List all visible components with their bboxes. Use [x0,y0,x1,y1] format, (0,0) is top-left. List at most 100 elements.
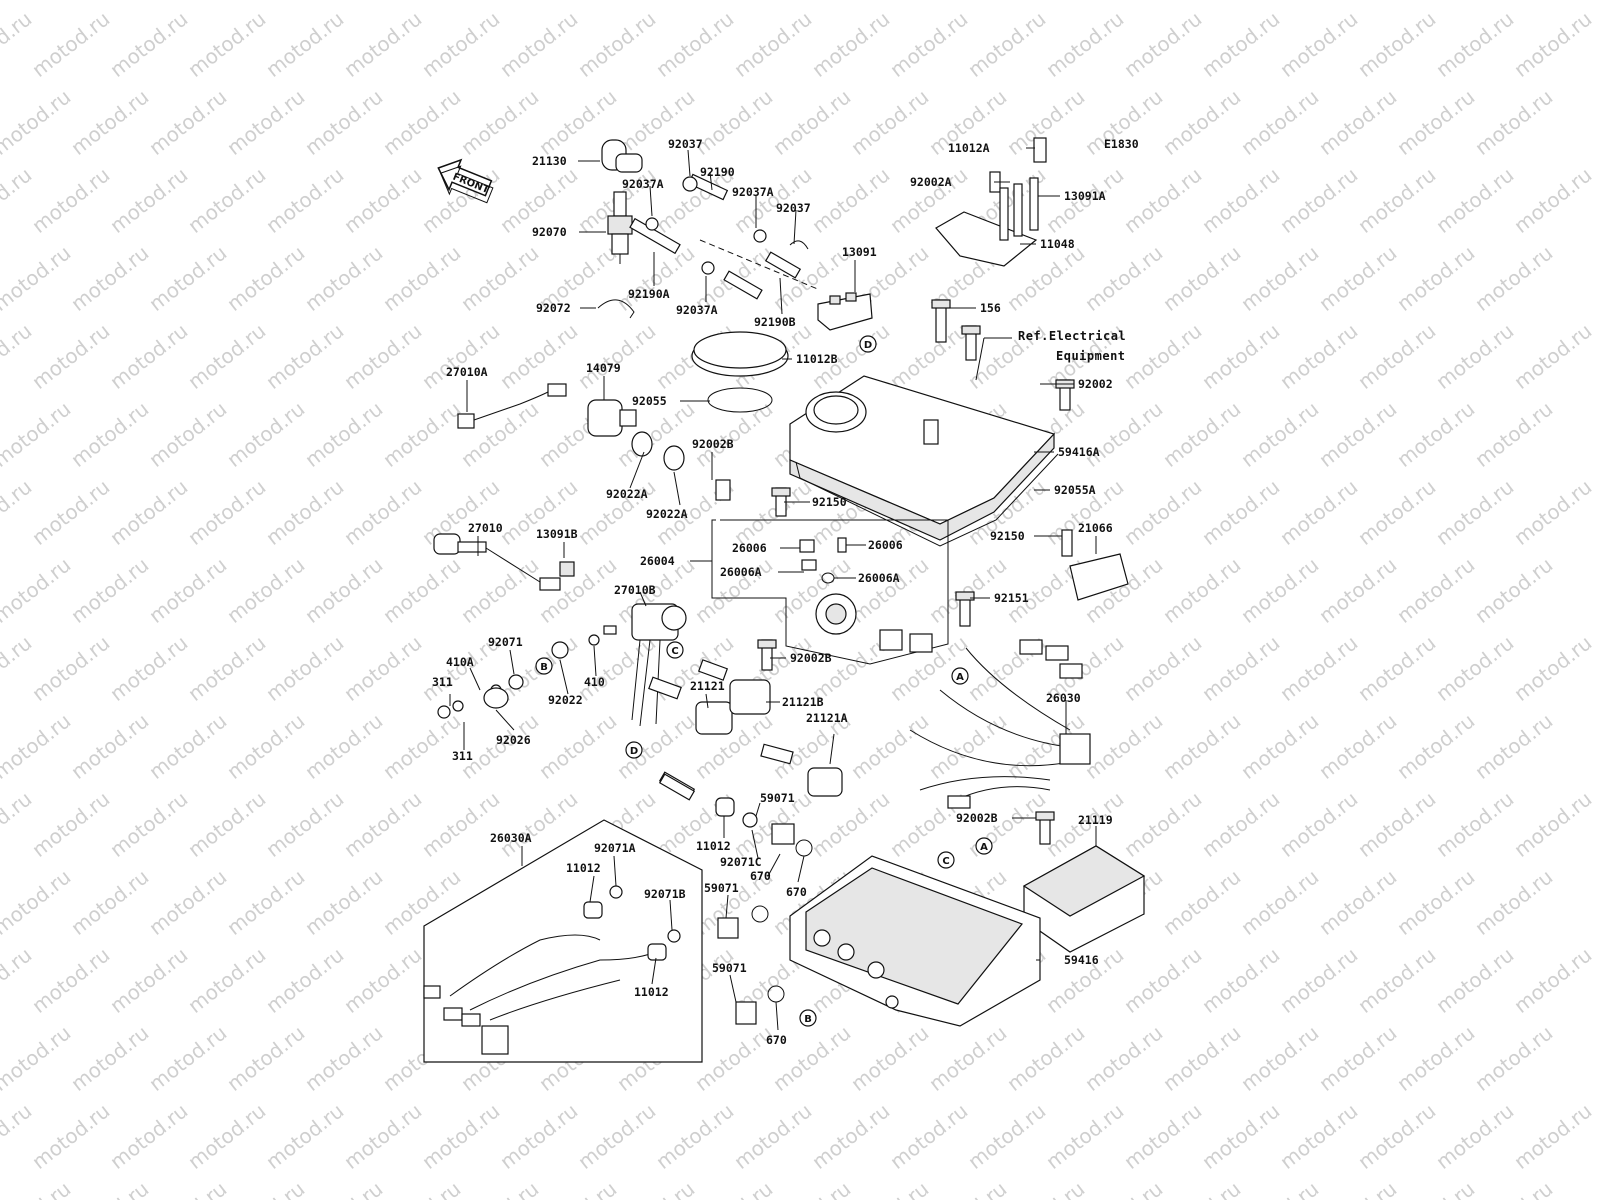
watermark-text: motod.ru [261,163,348,238]
label-92002A: 92002A [910,175,952,189]
label-59416: 59416 [1064,953,1099,967]
watermark-text: motod.ru [1119,7,1206,82]
watermark-text: motod.ru [0,787,36,862]
watermark-text: motod.ru [66,1177,153,1200]
watermark-text: motod.ru [534,0,621,4]
watermark-text: motod.ru [144,709,231,784]
label-13091: 13091 [842,245,877,259]
case-59416 [789,855,1041,1027]
watermark-text: motod.ru [1314,397,1401,472]
callout-b-2: B [804,1014,812,1025]
watermark-text: motod.ru [0,1099,36,1174]
watermark-text: motod.ru [222,865,309,940]
watermark-text: motod.ru [1002,0,1089,4]
watermark-text: motod.ru [1431,1099,1518,1174]
watermark-text: motod.ru [183,1099,270,1174]
label-92055A: 92055A [1054,483,1096,497]
watermark-text: motod.ru [300,709,387,784]
watermark-text: motod.ru [1431,943,1518,1018]
watermark-text: motod.ru [846,709,933,784]
watermark-text: motod.ru [0,397,75,472]
watermark-text: motod.ru [66,85,153,160]
watermark-text: motod.ru [183,163,270,238]
watermark-text: motod.ru [768,85,855,160]
watermark-text: motod.ru [27,319,114,394]
callout-a-1: A [956,672,964,683]
watermark-text: motod.ru [1158,553,1245,628]
watermark-text: motod.ru [1470,0,1557,4]
part-labels: 11012A 92002A 13091A 11048 156 21130 920… [432,137,1113,1047]
watermark-text: motod.ru [846,1177,933,1200]
watermark-text: motod.ru [261,7,348,82]
connector-13091 [817,292,873,331]
label-92190B: 92190B [754,315,796,329]
watermark-text: motod.ru [1470,241,1557,316]
watermark-text: motod.ru [144,0,231,4]
watermark-text: motod.ru [885,7,972,82]
washers-nuts [437,634,600,719]
watermark-text: motod.ru [183,787,270,862]
label-21066: 21066 [1078,521,1113,535]
watermark-text: motod.ru [378,85,465,160]
watermark-text: motod.ru [1158,0,1245,4]
watermark-text: motod.ru [300,397,387,472]
watermark-text: motod.ru [807,163,894,238]
label-11012B: 11012B [796,352,838,366]
watermark-text: motod.ru [1470,85,1557,160]
watermark-text: motod.ru [1080,0,1167,4]
watermark-text: motod.ru [300,0,387,4]
watermark-text: motod.ru [1431,319,1518,394]
label-92037A-3: 92037A [676,303,718,317]
watermark-text: motod.ru [378,397,465,472]
bolts [715,137,1075,845]
watermark-text: motod.ru [27,943,114,1018]
label-26004: 26004 [640,554,675,568]
watermark-text: motod.ru [456,1177,543,1200]
watermark-text: motod.ru [261,319,348,394]
label-670-3: 670 [766,1033,787,1047]
label-92190: 92190 [700,165,735,179]
watermark-text: motod.ru [0,553,75,628]
label-92190A: 92190A [628,287,670,301]
watermark-text: motod.ru [729,475,816,550]
callout-c-2: C [942,856,949,867]
watermark-text: motod.ru [0,1177,75,1200]
watermark-text: motod.ru [66,241,153,316]
watermark-text: motod.ru [1236,397,1323,472]
watermark-text: motod.ru [690,1177,777,1200]
watermark-text: motod.ru [1236,1177,1323,1200]
pin-d [658,773,696,801]
watermark-text: motod.ru [1275,163,1362,238]
watermark-text: motod.ru [807,1099,894,1174]
watermark-text: motod.ru [456,0,543,4]
watermark-text: motod.ru [573,7,660,82]
ref-note-line-2: Equipment [1056,349,1126,363]
watermark-text: motod.ru [768,1021,855,1096]
watermark-text: motod.ru [1431,7,1518,82]
watermark-text: motod.ru [534,709,621,784]
watermark-text: motod.ru [1119,787,1206,862]
label-14079: 14079 [586,361,621,375]
callout-c-1: C [671,646,678,657]
watermark-text: motod.ru [66,709,153,784]
label-59071-2: 59071 [704,881,739,895]
watermark-text: motod.ru [1353,631,1440,706]
watermark-text: motod.ru [1236,85,1323,160]
watermark-text: motod.ru [378,241,465,316]
watermark-text: motod.ru [1392,241,1479,316]
watermark-text: motod.ru [729,7,816,82]
watermark-text: motod.ru [1197,7,1284,82]
watermark-text: motod.ru [261,475,348,550]
watermark-text: motod.ru [105,7,192,82]
watermark-text: motod.ru [1197,943,1284,1018]
watermark-text: motod.ru [27,475,114,550]
watermark-text: motod.ru [495,1099,582,1174]
label-92002B-2: 92002B [790,651,832,665]
watermark-text: motod.ru [1119,163,1206,238]
watermark-text: motod.ru [27,631,114,706]
watermark-text: motod.ru [339,943,426,1018]
label-410A: 410A [446,655,474,669]
box-21119 [1022,845,1146,953]
label-26006A-1: 26006A [720,565,762,579]
